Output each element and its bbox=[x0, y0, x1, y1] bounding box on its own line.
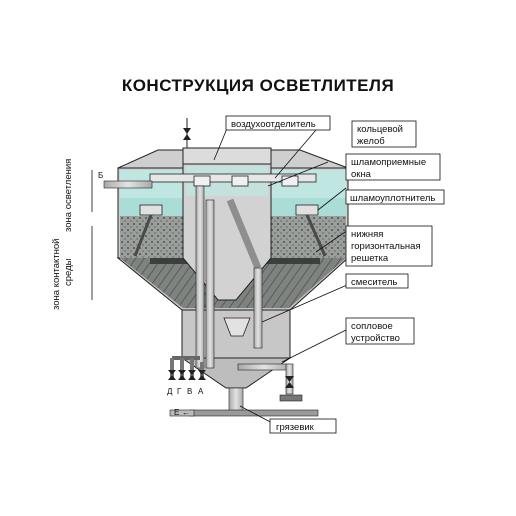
label-boxes bbox=[225, 115, 445, 434]
label-grate-1: нижняя bbox=[351, 229, 383, 240]
label-mixer: смеситель bbox=[351, 277, 397, 288]
pipe-letter-d: Д bbox=[167, 387, 173, 396]
label-ring-trough-1: кольцевой bbox=[357, 124, 403, 135]
label-air-separator: воздухоотделитель bbox=[231, 119, 316, 130]
outlet-arrow-e: ← bbox=[182, 408, 190, 417]
callout-lines bbox=[91, 125, 355, 427]
air-valve bbox=[183, 118, 191, 148]
outlet-pipe-b bbox=[103, 180, 153, 189]
mixer bbox=[223, 317, 251, 337]
pipe-letter-b: Б bbox=[98, 171, 103, 180]
zone-contact-label-2: среды bbox=[63, 258, 74, 286]
label-sludge-windows-1: шламоприемные bbox=[351, 157, 426, 168]
page-title: КОНСТРУКЦИЯ ОСВЕТЛИТЕЛЯ bbox=[121, 76, 395, 95]
pipe-letter-v: В bbox=[187, 387, 192, 396]
label-nozzle-1: сопловое bbox=[351, 321, 393, 332]
label-mud-trap: грязевик bbox=[276, 422, 315, 433]
zone-clarification-label: зона осветления bbox=[63, 159, 74, 232]
pipe-letter-g: Г bbox=[177, 387, 182, 396]
label-ring-trough-2: желоб bbox=[357, 136, 385, 147]
label-sludge-thickener: шламоуплотнитель bbox=[350, 193, 435, 204]
inlet-valves bbox=[168, 356, 206, 380]
zone-contact-label-1: зона контактной bbox=[51, 239, 62, 310]
label-grate-2: горизонтальная bbox=[351, 241, 421, 252]
label-grate-3: решетка bbox=[351, 253, 389, 264]
label-sludge-windows-2: окна bbox=[351, 169, 372, 180]
pipe-letter-a: А bbox=[198, 387, 204, 396]
pipe-letter-e: Е bbox=[174, 408, 179, 417]
ring-trough bbox=[149, 173, 317, 187]
label-nozzle-2: устройство bbox=[351, 333, 400, 344]
nozzle-device bbox=[237, 363, 303, 402]
sludge-windows bbox=[133, 204, 327, 257]
